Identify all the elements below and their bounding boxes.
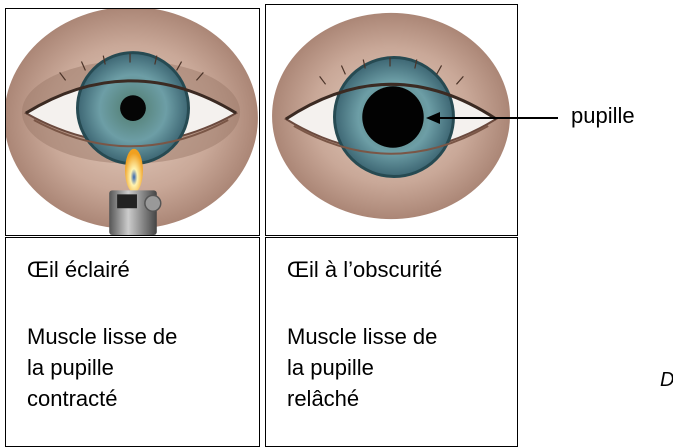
- lit-eye-title: Œil éclairé: [27, 256, 130, 284]
- source-credit-fragment: D’a: [660, 367, 673, 393]
- pupil: [120, 95, 146, 121]
- lit-eye-illustration: [6, 9, 259, 235]
- pupil-label: pupille: [571, 102, 635, 130]
- lit-eye-image-panel: [5, 8, 260, 236]
- lit-eye-caption-box: Œil éclairé Muscle lisse de la pupille c…: [5, 237, 260, 447]
- dark-eye-image-panel: [265, 4, 518, 236]
- dark-eye-title: Œil à l’obscurité: [287, 256, 442, 284]
- dark-eye-illustration: [266, 5, 517, 235]
- dark-eye-caption-box: Œil à l’obscurité Muscle lisse de la pup…: [265, 237, 518, 447]
- dark-eye-description: Muscle lisse de la pupille relâché: [287, 321, 437, 414]
- pupil: [362, 86, 423, 147]
- lit-eye-description: Muscle lisse de la pupille contracté: [27, 321, 177, 414]
